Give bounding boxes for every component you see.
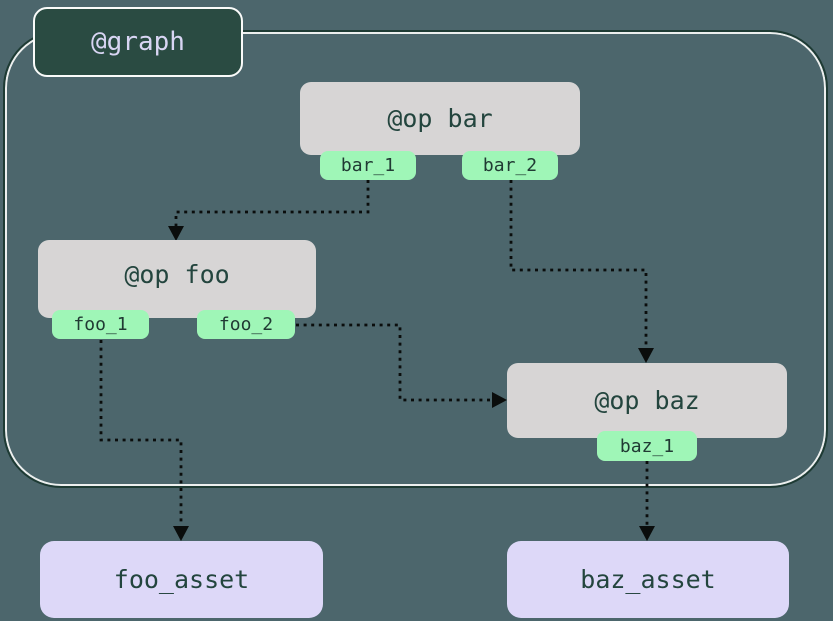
output-handle-foo-1[interactable]: foo_1 <box>52 310 149 339</box>
op-node-bar[interactable]: @op bar <box>300 82 580 155</box>
graph-boundary <box>3 30 828 488</box>
output-foo-2-label: foo_2 <box>218 314 274 335</box>
edge-foo2-to-baz <box>296 323 493 402</box>
edge-bar1-to-foo <box>174 180 370 227</box>
graph-label-node[interactable]: @graph <box>33 7 243 77</box>
op-baz-label: @op baz <box>594 386 700 415</box>
arrowhead-bar1-to-foo <box>168 226 184 241</box>
edge-foo1-to-foo-asset <box>99 340 183 527</box>
output-bar-2-label: bar_2 <box>482 155 538 176</box>
output-handle-baz-1[interactable]: baz_1 <box>597 431 697 461</box>
baz-asset-label: baz_asset <box>580 565 716 594</box>
asset-node-foo-asset[interactable]: foo_asset <box>40 541 323 618</box>
asset-node-baz-asset[interactable]: baz_asset <box>507 541 789 618</box>
op-foo-label: @op foo <box>124 259 230 289</box>
output-foo-1-label: foo_1 <box>73 314 128 335</box>
op-node-baz[interactable]: @op baz <box>507 363 787 438</box>
op-bar-label: @op bar <box>387 104 493 133</box>
output-baz-1-label: baz_1 <box>619 435 675 457</box>
foo-asset-label: foo_asset <box>113 565 250 594</box>
output-handle-bar-2[interactable]: bar_2 <box>462 151 558 180</box>
arrowhead-foo1-to-foo-asset <box>173 526 189 541</box>
arrowhead-foo2-to-baz <box>492 392 507 408</box>
output-bar-1-label: bar_1 <box>340 155 396 176</box>
graph-label: @graph <box>91 27 185 57</box>
output-handle-foo-2[interactable]: foo_2 <box>197 310 295 339</box>
edge-bar2-to-baz <box>509 180 648 349</box>
arrowhead-bar2-to-baz <box>638 348 654 363</box>
op-node-foo[interactable]: @op foo <box>38 240 316 318</box>
arrowhead-baz1-to-baz-asset <box>639 526 655 541</box>
output-handle-bar-1[interactable]: bar_1 <box>320 151 416 180</box>
